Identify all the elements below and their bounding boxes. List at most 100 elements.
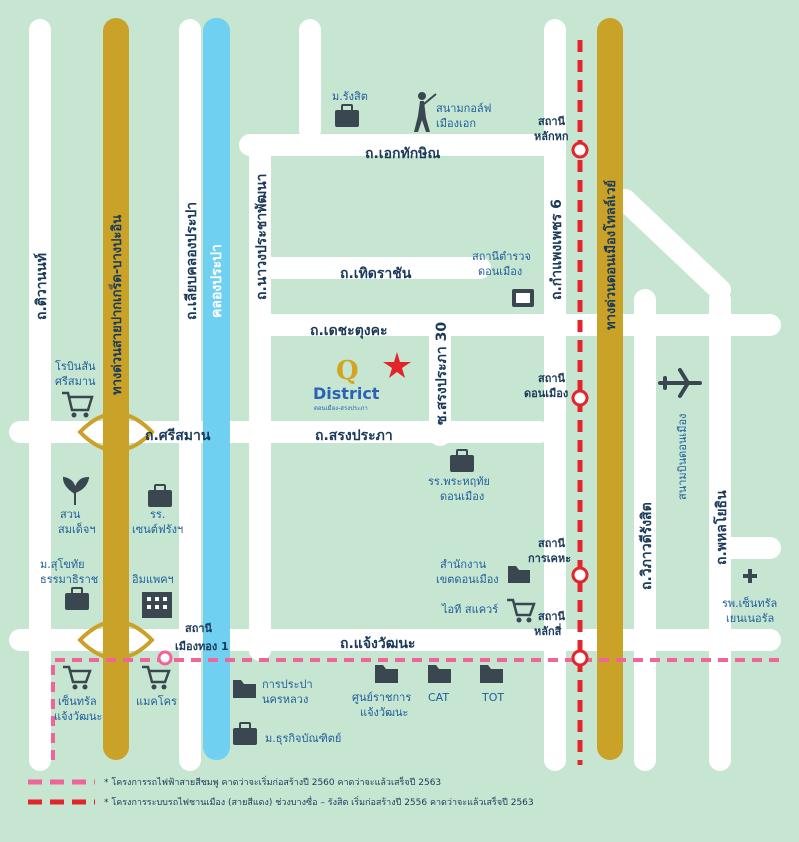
label-song-prapha-road: ถ.สรงประภา [315, 428, 393, 444]
label-mueang-thong-1: สถานี [185, 622, 213, 635]
label-chaeng-road: ถ.แจ้งวัฒนะ [340, 636, 415, 652]
label-lak-hok-1: สถานี [538, 115, 566, 128]
briefcase-icon [65, 587, 89, 610]
station-markers [157, 141, 589, 667]
folder-icon [508, 566, 530, 583]
folder-icon [480, 665, 503, 683]
legend-pink-text: * โครงการรถไฟฟ้าสายสีชมพู คาดว่าจะเริ่มก… [104, 775, 441, 788]
briefcase-icon [233, 722, 257, 745]
label-police-2: ดอนเมือง [478, 265, 522, 278]
label-makro: แมคโคร [136, 694, 177, 708]
police-station-icon [512, 289, 534, 307]
poi-icons [62, 92, 757, 745]
label-kan-kheha-2: การเคหะ [528, 552, 571, 565]
label-cat: CAT [428, 691, 449, 704]
label-expressway-right: ทางด่วนดอนเมืองโทลล์เวย์ [602, 180, 619, 330]
shopping-cart-icon [507, 598, 536, 623]
label-kamphaeng-road: ถ.กำแพงเพชร 6 [549, 199, 565, 300]
label-mueang-thong-2: เมืองทอง 1 [175, 640, 229, 653]
label-lak-si-1: สถานี [538, 610, 566, 623]
label-rangsit-u: ม.รังสิต [332, 90, 368, 103]
label-park-2: สมเด็จฯ [58, 522, 96, 536]
briefcase-icon [450, 449, 474, 472]
logo-q: Q [336, 356, 359, 386]
label-sukhothai-2: ธรรมาธิราช [40, 573, 98, 586]
interchange-chaeng [77, 619, 155, 661]
label-phahon-road: ถ.พหลโยธิน [712, 490, 730, 565]
road-network [9, 19, 781, 771]
expressway-right [597, 18, 623, 760]
plant-icon [62, 476, 90, 505]
label-hospital-1: รพ.เซ็นทรัล [722, 596, 777, 610]
label-school-mid-2: ดอนเมือง [440, 490, 484, 503]
expressway-left [103, 18, 129, 760]
label-robinson-1: โรบินสัน [55, 359, 96, 373]
station-don-mueang-marker [571, 389, 589, 407]
shopping-cart-icon [142, 665, 171, 690]
briefcase-icon [148, 484, 172, 507]
label-district-office-1: สำนักงาน [440, 558, 487, 571]
golfer-icon [414, 92, 437, 132]
label-central-1: เซ็นทรัล [58, 694, 97, 708]
label-school-left-1: รร. [150, 508, 165, 521]
label-kan-kheha-1: สถานี [538, 537, 566, 550]
label-don-mueang-1: สถานี [538, 372, 566, 385]
building-icon [142, 592, 172, 618]
legend-red-text: * โครงการระบบรถไฟชานเมือง (สายสีแดง) ช่ว… [104, 795, 534, 808]
khlong-prapa-canal [203, 18, 230, 760]
pink-line [51, 658, 780, 760]
label-impact: อิมแพคฯ [132, 573, 174, 586]
label-pea-2: นครหลวง [262, 693, 308, 706]
label-it-square: ไอที สแควร์ [441, 603, 498, 616]
briefcase-icon [335, 104, 359, 127]
label-sri-saman-road: ถ.ศรีสมาน [145, 428, 211, 444]
folder-icon [375, 665, 398, 683]
label-soi-30: ซ.สรงประภา 30 [434, 322, 450, 425]
label-golf-1: สนามกอล์ฟ [436, 102, 491, 115]
label-expressway-left: ทางด่วนสายปากเกร็ด-บางปะอิน [107, 215, 125, 395]
logo-subtitle: ดอนเมือง-สรงประภา [314, 404, 368, 412]
label-school-left-2: เซนต์ฟรังฯ [132, 523, 183, 536]
station-kan-kheha-marker [571, 566, 589, 584]
label-gov-2: แจ้งวัฒนะ [360, 706, 408, 719]
interchange-sri-saman [77, 411, 155, 453]
folder-icon [428, 665, 451, 683]
label-golf-2: เมืองเอก [436, 117, 476, 130]
station-mueang-thong-marker [157, 650, 173, 666]
label-vibhavadi-road: ถ.วิภาวดีรังสิต [639, 502, 655, 590]
label-airport: สนามบินดอนเมือง [676, 414, 689, 500]
label-don-mueang-2: ดอนเมือง [524, 387, 568, 400]
label-central-2: แจ้งวัฒนะ [54, 710, 102, 723]
q-district-logo: Q District ดอนเมือง-สรงประภา [313, 356, 380, 412]
label-robinson-2: ศรีสมาน [55, 375, 96, 388]
label-ekka-road: ถ.เอกทักษิณ [365, 146, 440, 162]
label-nawong-road: ถ.นาวงประชาพัฒนา [254, 173, 270, 300]
label-dhurakij: ม.ธุรกิจบัณฑิตย์ [265, 732, 341, 745]
location-star-icon [383, 352, 411, 378]
road-diagonal [614, 189, 731, 301]
label-tiwanon-road: ถ.ติวานนท์ [33, 253, 50, 320]
label-pea-1: การประปา [262, 678, 313, 691]
map-legend: * โครงการรถไฟฟ้าสายสีชมพู คาดว่าจะเริ่มก… [28, 775, 534, 808]
airplane-icon [658, 368, 702, 398]
label-lak-hok-2: หลักหก [534, 130, 569, 143]
logo-name: District [313, 384, 380, 403]
station-lak-si-marker [571, 649, 589, 667]
label-sukhothai-1: ม.สุโขทัย [40, 557, 85, 571]
hospital-cross-icon [743, 569, 757, 583]
label-liap-khlong-road: ถ.เลียบคลองประปา [184, 202, 200, 320]
label-gov-1: ศูนย์ราชการ [352, 691, 411, 704]
label-district-office-2: เขตดอนเมือง [436, 573, 499, 586]
label-tessa-road: ถ.เดชะตุงคะ [310, 323, 388, 339]
folder-icon [233, 680, 256, 698]
label-tot: TOT [481, 691, 504, 704]
label-lak-si-2: หลักสี่ [534, 623, 562, 638]
label-hospital-2: เยนเนอรัล [726, 612, 774, 625]
label-police-1: สถานีตำรวจ [472, 250, 531, 263]
shopping-cart-icon [62, 391, 94, 418]
label-khlong-prapa: คลองประปา [209, 244, 225, 318]
label-school-mid-1: รร.พระหฤทัย [428, 475, 490, 488]
shopping-cart-icon [63, 665, 92, 690]
station-lak-hok-marker [571, 141, 589, 159]
